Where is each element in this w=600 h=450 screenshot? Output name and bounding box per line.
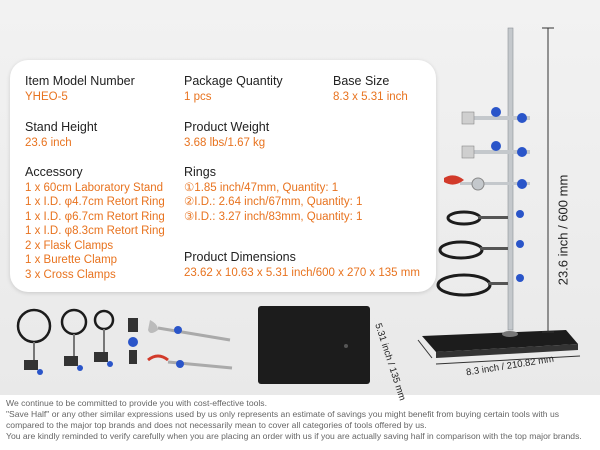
spec-base-label: Base Size xyxy=(333,74,390,88)
disclaimer: We continue to be committed to provide y… xyxy=(6,398,598,442)
accessory-item: 1 x I.D. φ4.7cm Retort Ring xyxy=(25,196,165,208)
spec-accessory: Accessory 1 x 60cm Laboratory Stand 1 x … xyxy=(25,165,165,282)
spec-model: Item Model Number YHEO-5 xyxy=(25,74,135,104)
ring-item: ③I.D.: 3.27 inch/83mm, Quantity: 1 xyxy=(184,210,363,223)
spec-weight: Product Weight 3.68 lbs/1.67 kg xyxy=(184,120,269,150)
spec-package-value: 1 pcs xyxy=(184,90,212,103)
retort-ring-small xyxy=(446,210,524,226)
spec-height-value: 23.6 inch xyxy=(25,136,72,149)
accessory-item: 2 x Flask Clamps xyxy=(25,239,114,252)
disclaimer-line: compared to the major top brands and doe… xyxy=(6,420,427,430)
retort-ring-medium xyxy=(438,240,524,260)
spec-weight-label: Product Weight xyxy=(184,120,270,134)
spec-dimensions: Product Dimensions 23.62 x 10.63 x 5.31 … xyxy=(184,250,420,280)
accessory-base-plate-thumb xyxy=(258,306,370,384)
accessory-flask-clamp-thumb xyxy=(148,320,231,342)
accessory-item: 1 x Burette Clamp xyxy=(25,254,118,266)
disclaimer-line: "Save Half" or any other similar express… xyxy=(6,409,560,419)
disclaimer-line: We continue to be committed to provide y… xyxy=(6,398,267,408)
spec-dimensions-value: 23.62 x 10.63 x 5.31 inch/600 x 270 x 13… xyxy=(184,266,420,279)
burette-clamp xyxy=(444,175,530,191)
spec-rings-label: Rings xyxy=(184,165,216,179)
accessory-ring-thumb-1 xyxy=(16,308,52,375)
spec-model-label: Item Model Number xyxy=(25,74,135,88)
product-illustration xyxy=(16,27,581,384)
spec-package-label: Package Quantity xyxy=(184,74,283,88)
stand-base-edge xyxy=(436,344,578,358)
base-width-line xyxy=(435,355,581,365)
accessory-ring-thumb-3 xyxy=(93,309,115,367)
spec-model-value: YHEO-5 xyxy=(25,90,68,103)
vertical-dimension-label: 23.6 inch / 600 mm xyxy=(555,174,571,286)
spec-height: Stand Height 23.6 inch xyxy=(25,120,97,150)
ring-item: ①1.85 inch/47mm, Quantity: 1 xyxy=(184,181,339,194)
spec-rings: Rings ①1.85 inch/47mm, Quantity: 1 ②I.D.… xyxy=(184,165,362,224)
stand-base xyxy=(422,330,578,352)
spec-base: Base Size 8.3 x 5.31 inch xyxy=(333,74,408,104)
spec-weight-value: 3.68 lbs/1.67 kg xyxy=(184,136,266,149)
flask-clamp-middle xyxy=(461,141,530,159)
rod-mount xyxy=(502,331,518,337)
spec-dimensions-label: Product Dimensions xyxy=(184,250,296,264)
spec-accessory-label: Accessory xyxy=(25,165,83,179)
accessory-burette-clamp-thumb xyxy=(147,354,233,370)
flask-clamp-top xyxy=(461,107,530,125)
accessory-item: 1 x I.D. φ6.7cm Retort Ring xyxy=(25,210,165,223)
accessory-item: 1 x I.D. φ8.3cm Retort Ring xyxy=(25,225,165,237)
spec-height-label: Stand Height xyxy=(25,120,98,134)
base-depth-line xyxy=(417,339,433,359)
accessory-ring-thumb-2 xyxy=(60,308,88,371)
disclaimer-line: You are kindly reminded to verify carefu… xyxy=(6,431,582,441)
accessory-cross-clamp-thumb xyxy=(128,318,138,364)
spec-base-value: 8.3 x 5.31 inch xyxy=(333,90,408,103)
vertical-dimension xyxy=(542,27,554,333)
stand-rod xyxy=(507,27,514,331)
spec-card xyxy=(10,60,436,292)
retort-ring-large xyxy=(436,273,524,297)
accessory-item: 3 x Cross Clamps xyxy=(25,268,116,281)
spec-package: Package Quantity 1 pcs xyxy=(184,74,283,104)
accessory-item: 1 x 60cm Laboratory Stand xyxy=(25,181,164,194)
ring-item: ②I.D.: 2.64 inch/67mm, Quantity: 1 xyxy=(184,196,363,208)
